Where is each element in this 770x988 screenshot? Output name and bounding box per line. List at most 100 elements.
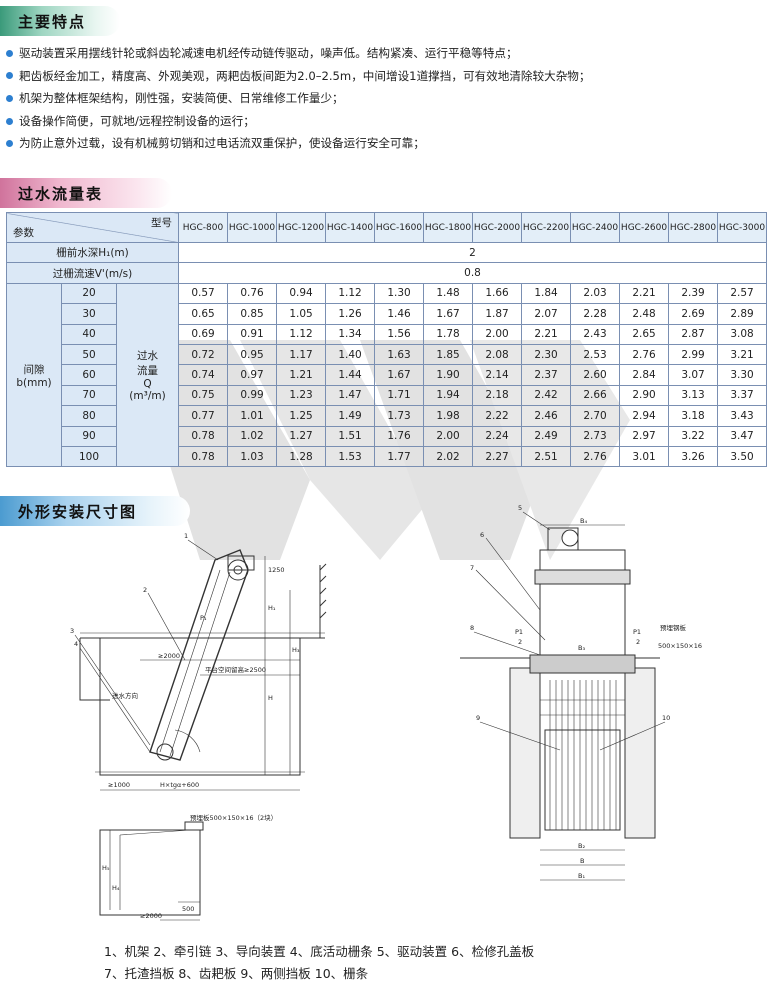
flow-value-cell: 1.71	[374, 384, 425, 407]
side-view-drawing	[74, 539, 327, 921]
label-2-right: 2	[636, 638, 640, 646]
flow-label-line: 流量	[137, 365, 158, 378]
callout-9: 9	[476, 714, 480, 722]
flow-value-cell: 3.43	[717, 405, 768, 427]
flow-value-cell: 1.53	[325, 445, 376, 468]
flow-value-cell: 1.48	[423, 282, 474, 305]
flow-value-cell: 1.46	[374, 303, 425, 325]
flow-value-cell: 1.12	[276, 323, 327, 345]
gap-label-line: 间隙	[23, 363, 45, 376]
features-list: 驱动装置采用摆线针轮或斜齿轮减速电机经传动链传驱动，噪声低。结构紧凑、运行平稳等…	[6, 42, 766, 155]
flow-value-cell: 2.18	[472, 384, 523, 407]
features-title: 主要特点	[0, 6, 120, 36]
flow-value-cell: 2.97	[619, 425, 670, 447]
dim-h-tga: H×tgα+600	[160, 781, 199, 789]
flow-label-line: (m³/m)	[129, 390, 166, 403]
speed-value: 0.8	[178, 262, 768, 284]
flow-value-cell: 1.17	[276, 343, 327, 366]
flow-value-cell: 1.51	[325, 425, 376, 447]
flow-value-cell: 0.99	[227, 384, 278, 407]
flow-value-cell: 0.76	[227, 282, 278, 305]
flow-value-cell: 1.40	[325, 343, 376, 366]
gap-value: 40	[61, 323, 117, 345]
flow-value-cell: 2.51	[521, 445, 572, 468]
flow-value-cell: 2.42	[521, 384, 572, 407]
flow-value-cell: 2.02	[423, 445, 474, 468]
flow-value-cell: 1.73	[374, 405, 425, 427]
dim-b1: B₁	[578, 872, 585, 880]
platform-note: 平台空间留高≥2500	[205, 665, 266, 674]
flow-value-cell: 2.76	[570, 445, 621, 468]
bullet-icon	[6, 49, 13, 57]
flow-value-cell: 0.78	[178, 425, 229, 447]
flow-value-cell: 1.21	[276, 364, 327, 386]
bullet-icon	[6, 117, 13, 125]
label-p1: P₁	[200, 614, 207, 622]
gap-value: 50	[61, 343, 117, 366]
gap-value: 80	[61, 405, 117, 427]
flow-value-cell: 0.57	[178, 282, 229, 305]
flow-value-cell: 1.77	[374, 445, 425, 468]
embed-plate-label: 预埋板500×150×16（2块）	[190, 813, 277, 822]
gap-value: 30	[61, 303, 117, 325]
label-b3: B₃	[578, 644, 585, 652]
flow-value-cell: 3.22	[668, 425, 719, 447]
gap-value: 70	[61, 384, 117, 407]
flow-value-cell: 1.44	[325, 364, 376, 386]
flow-table-title: 过水流量表	[0, 178, 172, 208]
model-header: HGC-3000	[717, 212, 768, 243]
flow-value-cell: 2.21	[619, 282, 670, 305]
flow-value-cell: 2.30	[521, 343, 572, 366]
flow-value-cell: 3.21	[717, 343, 768, 366]
flow-value-cell: 1.56	[374, 323, 425, 345]
flow-value-cell: 0.72	[178, 343, 229, 366]
embed-steel-label: 预埋钢板	[660, 623, 687, 632]
flow-value-cell: 0.65	[178, 303, 229, 325]
callout-3: 3	[70, 627, 74, 635]
callout-5: 5	[518, 504, 522, 512]
dim-ge2000-bottom: ≥2000	[140, 912, 162, 920]
flow-value-cell: 1.85	[423, 343, 474, 366]
flow-value-cell: 2.76	[619, 343, 670, 366]
depth-value: 2	[178, 241, 768, 264]
model-header: HGC-1400	[325, 212, 376, 243]
flow-value-cell: 1.84	[521, 282, 572, 305]
feature-item: 耙齿板经金加工，精度高、外观美观，两耙齿板间距为2.0–2.5m，中间增设1道撑…	[6, 65, 766, 88]
model-header: HGC-2400	[570, 212, 621, 243]
flow-value-cell: 1.28	[276, 445, 327, 468]
flow-value-cell: 2.22	[472, 405, 523, 427]
depth-label: 栅前水深H₁(m)	[5, 241, 180, 264]
flow-value-cell: 3.07	[668, 364, 719, 386]
flow-value-cell: 0.95	[227, 343, 278, 366]
flow-value-cell: 3.18	[668, 405, 719, 427]
flow-value-cell: 3.26	[668, 445, 719, 468]
callout-6: 6	[480, 531, 484, 539]
flow-value-cell: 1.01	[227, 405, 278, 427]
bullet-icon	[6, 140, 13, 148]
flow-value-cell: 0.94	[276, 282, 327, 305]
callout-4: 4	[74, 640, 78, 648]
model-header: HGC-2000	[472, 212, 523, 243]
dim-h5: H₅	[102, 864, 110, 872]
feature-item: 机架为整体框架结构，刚性强，安装简便、日常维修工作量少；	[6, 87, 766, 110]
flow-label-line: 过水	[137, 350, 158, 363]
flow-value-cell: 2.49	[521, 425, 572, 447]
model-header: HGC-800	[178, 212, 229, 243]
flow-value-cell: 3.08	[717, 323, 768, 345]
flow-value-cell: 2.60	[570, 364, 621, 386]
dim-500: 500	[182, 905, 194, 913]
flow-value-cell: 3.47	[717, 425, 768, 447]
flow-value-cell: 2.94	[619, 405, 670, 427]
dim-b2: B₂	[578, 842, 585, 850]
label-p1-right: P1	[633, 628, 641, 636]
model-param-corner: 型号 参数	[5, 212, 180, 243]
flow-value-cell: 0.69	[178, 323, 229, 345]
flow-value-cell: 2.87	[668, 323, 719, 345]
flow-value-cell: 2.69	[668, 303, 719, 325]
